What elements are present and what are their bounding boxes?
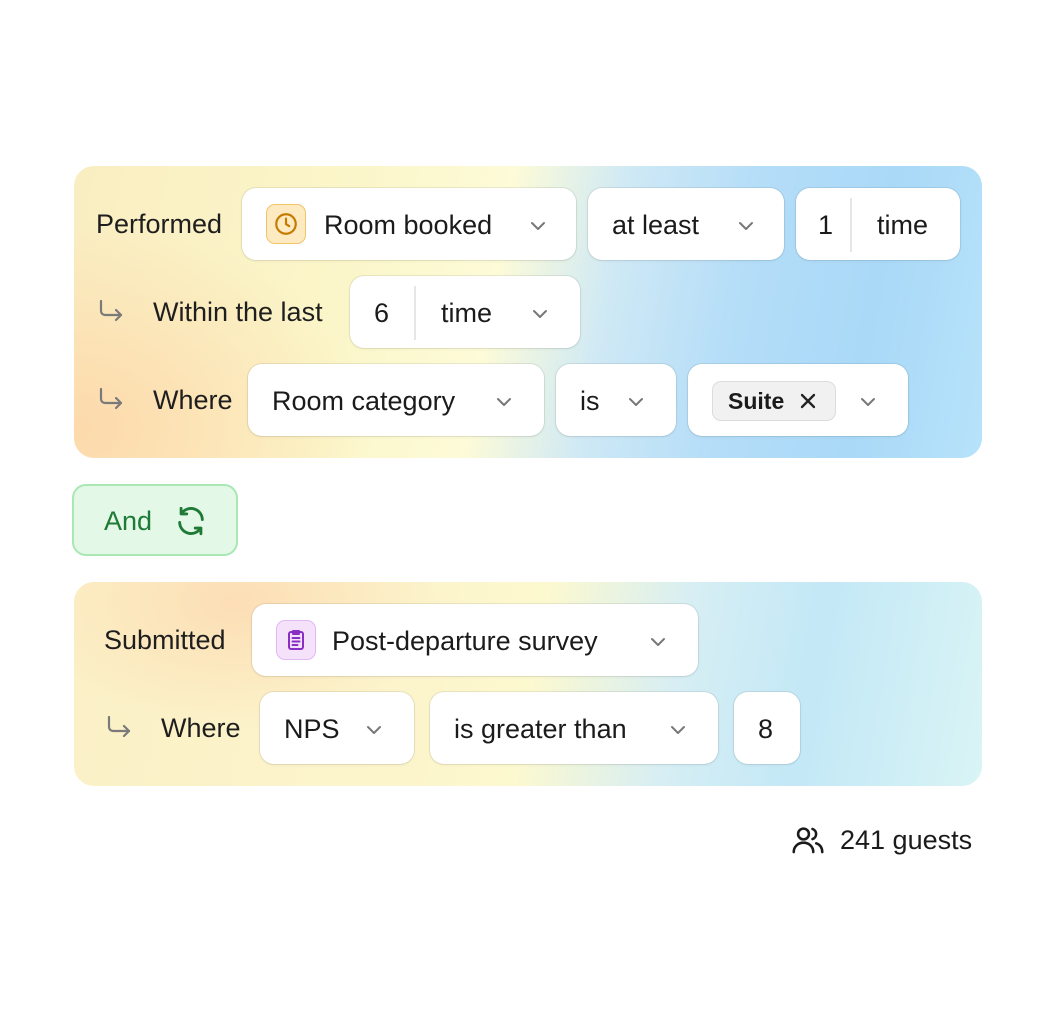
frequency-operator-label: at least	[612, 210, 700, 240]
property-label: Room category	[272, 386, 456, 416]
guest-count-label: 241 guests	[840, 825, 973, 855]
submitted-label: Submitted	[104, 625, 226, 655]
value-text: 8	[758, 714, 774, 744]
and-connector-button[interactable]: And	[72, 484, 238, 556]
chevron-down-icon[interactable]	[530, 304, 550, 324]
close-icon[interactable]	[799, 392, 817, 410]
within-unit: time	[441, 298, 493, 328]
within-value[interactable]: 6	[374, 298, 390, 328]
within-field[interactable]: 6 time	[350, 276, 580, 348]
count-field[interactable]: 1 time	[796, 188, 960, 260]
divider	[414, 286, 416, 340]
property-select-nps[interactable]: NPS	[260, 692, 414, 764]
users-icon	[792, 827, 824, 854]
and-label: And	[104, 506, 153, 536]
performed-label: Performed	[96, 209, 223, 239]
within-label: Within the last	[153, 297, 323, 327]
chip-label: Suite	[728, 388, 785, 414]
event-select-post-departure-survey[interactable]: Post-departure survey	[252, 604, 698, 676]
frequency-operator-select[interactable]: at least	[588, 188, 784, 260]
event-label: Post-departure survey	[332, 626, 598, 656]
operator-select-is[interactable]: is	[556, 364, 676, 436]
chevron-down-icon	[739, 222, 753, 230]
operator-select-greater-than[interactable]: is greater than	[430, 692, 718, 764]
event-label: Room booked	[324, 210, 493, 240]
chevron-down-icon[interactable]	[858, 392, 878, 412]
property-select-room-category[interactable]: Room category	[248, 364, 544, 436]
where-label: Where	[153, 385, 233, 415]
divider	[850, 198, 852, 252]
chevron-down-icon	[497, 398, 511, 406]
where-label: Where	[161, 713, 241, 743]
chevron-down-icon	[651, 638, 665, 646]
count-unit: time	[877, 210, 929, 240]
refresh-icon	[178, 506, 204, 536]
value-multiselect[interactable]: Suite	[688, 364, 908, 436]
sub-condition-arrow-icon	[99, 299, 123, 322]
property-label: NPS	[284, 714, 340, 744]
operator-label: is greater than	[454, 714, 627, 744]
sub-condition-arrow-icon	[99, 387, 123, 410]
event-select-room-booked[interactable]: Room booked	[242, 188, 576, 260]
clock-icon	[266, 204, 306, 244]
sub-condition-arrow-icon	[107, 715, 131, 738]
chevron-down-icon	[629, 398, 643, 406]
value-field-nps[interactable]: 8	[734, 692, 800, 764]
chevron-down-icon	[367, 726, 381, 734]
clipboard-icon	[276, 620, 316, 660]
operator-label: is	[580, 386, 600, 416]
count-value[interactable]: 1	[818, 210, 834, 240]
chevron-down-icon	[531, 222, 545, 230]
value-chip-suite: Suite	[712, 381, 836, 421]
chevron-down-icon	[671, 726, 685, 734]
